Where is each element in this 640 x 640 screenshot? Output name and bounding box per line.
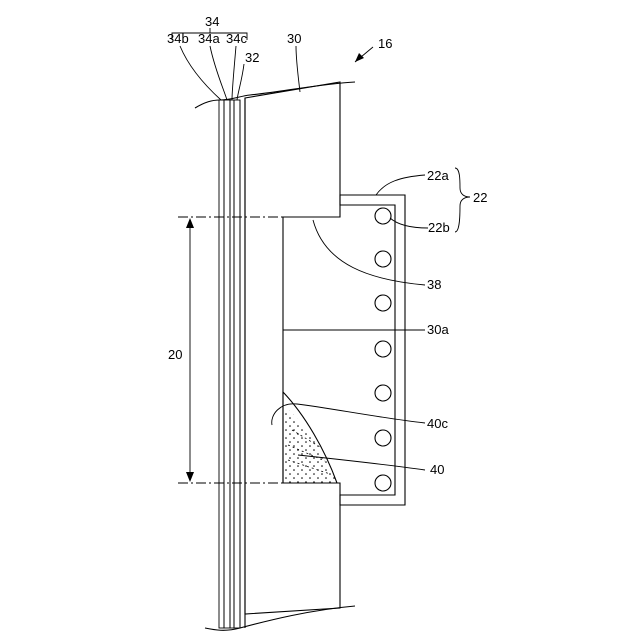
member-30-body — [245, 82, 340, 614]
label-22b: 22b — [428, 220, 450, 235]
circle-2 — [375, 251, 391, 267]
layer-32 — [234, 100, 240, 628]
layer-34a — [224, 100, 230, 628]
circle-4 — [375, 341, 391, 357]
circles-22b — [375, 208, 391, 491]
label-16: 16 — [378, 36, 392, 51]
label-22: 22 — [473, 190, 487, 205]
layer-34b — [219, 100, 224, 628]
circle-7 — [375, 475, 391, 491]
circle-1 — [375, 208, 391, 224]
circle-5 — [375, 385, 391, 401]
leader-lines — [172, 28, 470, 470]
housing-22 — [340, 195, 405, 505]
label-34a: 34a — [198, 31, 220, 46]
label-34: 34 — [205, 14, 219, 29]
label-34b: 34b — [167, 31, 189, 46]
break-line-bottom — [205, 606, 355, 630]
label-38: 38 — [427, 277, 441, 292]
circle-3 — [375, 295, 391, 311]
label-20: 20 — [168, 347, 182, 362]
label-30a: 30a — [427, 322, 449, 337]
layer-stack — [219, 98, 245, 628]
label-30: 30 — [287, 31, 301, 46]
label-32: 32 — [245, 50, 259, 65]
layer-34c — [230, 100, 234, 628]
brace-22 — [455, 168, 470, 232]
dimension-20 — [178, 217, 283, 483]
label-40: 40 — [430, 462, 444, 477]
circle-6 — [375, 430, 391, 446]
label-40c: 40c — [427, 416, 448, 431]
label-22a: 22a — [427, 168, 449, 183]
label-34c: 34c — [226, 31, 247, 46]
